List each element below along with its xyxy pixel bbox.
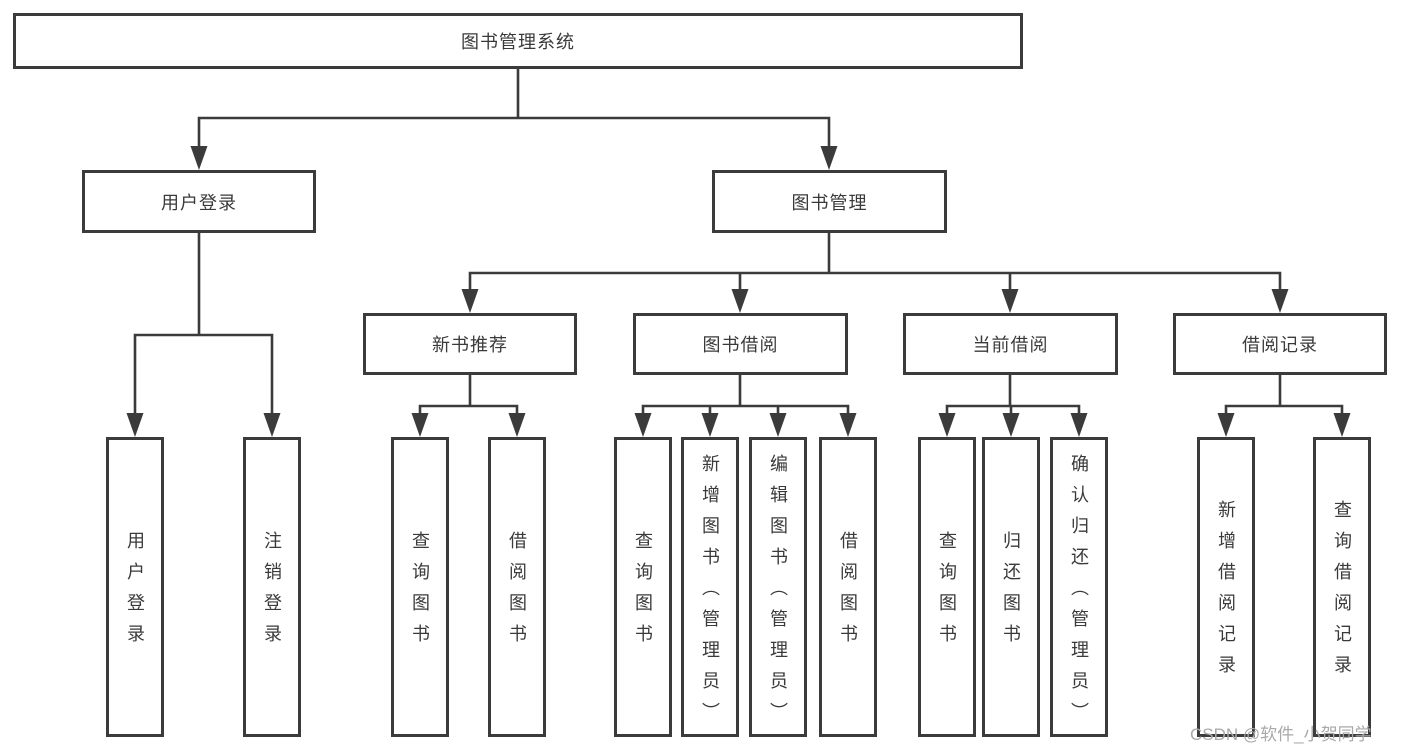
node-label: 归还图书 xyxy=(1001,531,1021,655)
leaf-user-login: 用户登录 xyxy=(106,437,164,737)
node-label: 新书推荐 xyxy=(432,335,508,355)
node-user-login: 用户登录 xyxy=(82,170,316,233)
leaf-edit-book-admin: 编辑图书（管理员） xyxy=(749,437,807,737)
leaf-query-borrow-record: 查询借阅记录 xyxy=(1313,437,1371,737)
node-label: 借阅图书 xyxy=(838,531,858,655)
node-label: 确认归还（管理员） xyxy=(1069,453,1089,733)
node-label: 借阅记录 xyxy=(1242,335,1318,355)
node-label: 用户登录 xyxy=(125,531,145,655)
leaf-logout: 注销登录 xyxy=(243,437,301,737)
leaf-add-book-admin: 新增图书（管理员） xyxy=(681,437,739,737)
leaf-borrow-books: 借阅图书 xyxy=(819,437,877,737)
node-current-borrow: 当前借阅 xyxy=(903,313,1118,375)
node-borrow-records: 借阅记录 xyxy=(1173,313,1387,375)
node-label: 查询借阅记录 xyxy=(1332,500,1352,686)
node-label: 图书管理 xyxy=(791,192,868,213)
csdn-watermark: CSDN @软件_小贺同学 xyxy=(1190,725,1372,744)
node-label: 用户登录 xyxy=(161,192,237,213)
node-book-management: 图书管理 xyxy=(712,170,947,233)
node-label: 注销登录 xyxy=(262,531,282,655)
node-label: 图书借阅 xyxy=(702,335,779,355)
node-book-borrow: 图书借阅 xyxy=(633,313,848,375)
node-library-system: 图书管理系统 xyxy=(13,13,1023,69)
node-new-book-recommend: 新书推荐 xyxy=(363,313,577,375)
node-label: 当前借阅 xyxy=(972,335,1049,355)
node-label: 借阅图书 xyxy=(507,531,527,655)
leaf-query-books-current: 查询图书 xyxy=(918,437,976,737)
leaf-confirm-return-admin: 确认归还（管理员） xyxy=(1050,437,1108,737)
leaf-query-books-recommend: 查询图书 xyxy=(391,437,449,737)
node-label: 查询图书 xyxy=(937,531,957,655)
node-label: 查询图书 xyxy=(633,531,653,655)
leaf-add-borrow-record: 新增借阅记录 xyxy=(1197,437,1255,737)
node-label: 新增图书（管理员） xyxy=(700,453,720,733)
leaf-return-book: 归还图书 xyxy=(982,437,1040,737)
node-label: 新增借阅记录 xyxy=(1216,500,1236,686)
node-label: 编辑图书（管理员） xyxy=(768,453,788,733)
node-label: 图书管理系统 xyxy=(461,32,575,52)
leaf-query-books-borrow: 查询图书 xyxy=(614,437,672,737)
node-label: 查询图书 xyxy=(410,531,430,655)
leaf-borrow-books-recommend: 借阅图书 xyxy=(488,437,546,737)
